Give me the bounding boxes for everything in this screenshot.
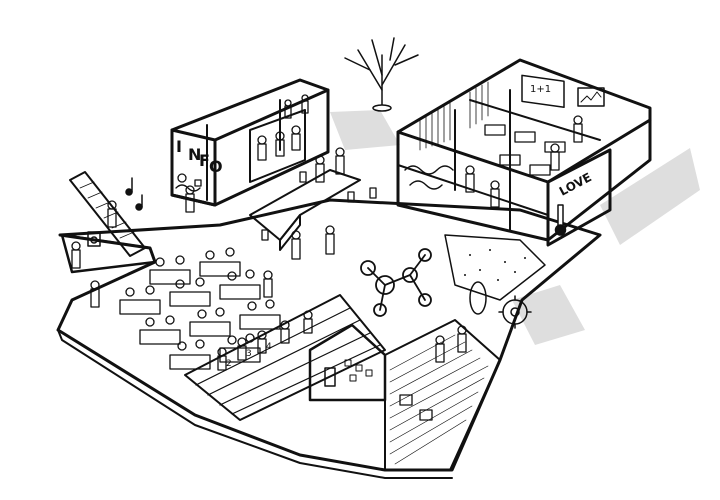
central-bar — [185, 147, 377, 260]
amphitheatre-steps: 2 3 4 — [184, 294, 386, 421]
molecule-model — [360, 248, 432, 317]
pavilion-doodles — [175, 173, 202, 192]
chair-number: 3 — [246, 349, 252, 359]
info-sign-letter: I — [176, 137, 182, 156]
bare-tree — [344, 37, 419, 112]
stage-ramp — [60, 171, 157, 274]
cast-shadows — [330, 110, 700, 345]
info-sign-letter: N — [188, 145, 201, 164]
back-wall-hatching — [419, 81, 489, 151]
seating-area — [90, 247, 281, 370]
speaker-icon — [87, 231, 101, 247]
info-sign-letter: O — [209, 157, 223, 176]
thermometer-icon — [554, 204, 567, 236]
music-note-icon — [125, 177, 143, 211]
speckled-rug — [444, 234, 546, 301]
chair-number: 2 — [226, 359, 232, 369]
chalkboard-formula: 1+1 — [530, 84, 551, 95]
floor-edge — [57, 329, 453, 479]
info-sign-letter: F — [199, 151, 210, 170]
chair-number: 4 — [266, 342, 272, 352]
mirror-disc — [469, 281, 487, 315]
hatched-platform — [384, 319, 501, 471]
info-pavilion: I N F O — [170, 78, 330, 207]
gear-icon — [498, 295, 532, 329]
